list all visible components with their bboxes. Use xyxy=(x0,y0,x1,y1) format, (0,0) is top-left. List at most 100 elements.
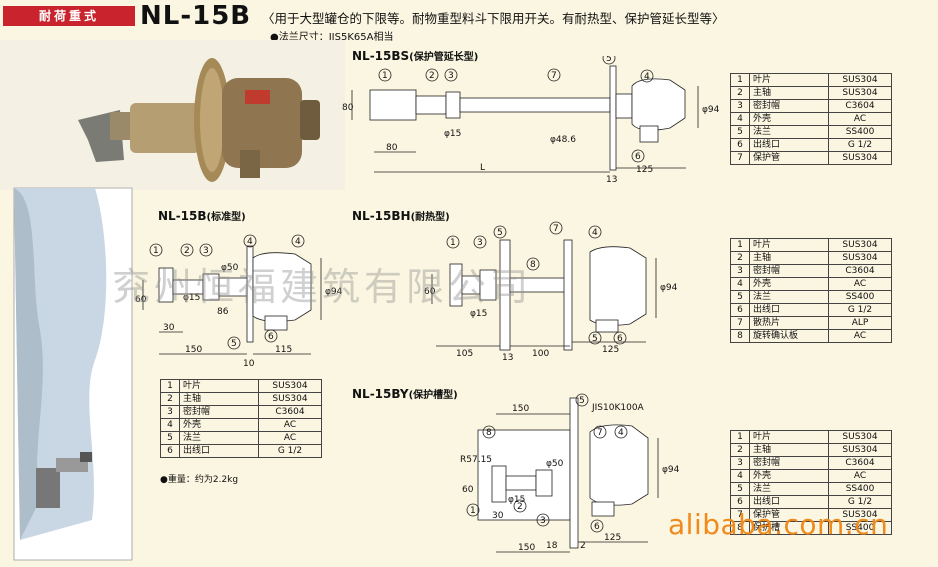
part-name: 旋转确认板 xyxy=(749,329,829,343)
part-number: 3 xyxy=(730,99,750,113)
variant-title-by: NL-15BY(保护槽型) xyxy=(352,387,458,401)
svg-text:3: 3 xyxy=(477,238,483,248)
part-name: 出线口 xyxy=(749,138,829,152)
dim-bh-60: 60 xyxy=(424,287,436,297)
dim-bh-13: 13 xyxy=(502,353,513,363)
svg-text:1: 1 xyxy=(153,246,159,256)
part-number: 2 xyxy=(730,251,750,265)
part-number: 3 xyxy=(730,456,750,470)
part-number: 7 xyxy=(730,316,750,330)
svg-text:7: 7 xyxy=(551,71,557,81)
dim-b-phi15: φ15 xyxy=(183,293,200,303)
dim-by-phi15: φ15 xyxy=(508,495,525,505)
svg-text:4: 4 xyxy=(644,72,650,82)
part-number: 6 xyxy=(730,303,750,317)
dim-b-60: 60 xyxy=(135,295,147,305)
part-name: 叶片 xyxy=(749,430,829,444)
part-material: SUS304 xyxy=(828,251,892,265)
dim-by-125: 125 xyxy=(604,533,621,543)
svg-text:2: 2 xyxy=(184,246,190,256)
part-material: C3604 xyxy=(828,99,892,113)
part-number: 5 xyxy=(160,431,180,445)
part-material: AC xyxy=(258,431,322,445)
part-name: 出线口 xyxy=(749,303,829,317)
flange-note: ●法兰尺寸：JIS5K65A相当 xyxy=(270,32,394,43)
svg-text:4: 4 xyxy=(592,228,598,238)
variant-title-bs: NL-15BS(保护管延长型) xyxy=(352,49,479,63)
alibaba-watermark: alibaba.com.cn xyxy=(668,508,889,541)
part-number: 4 xyxy=(730,277,750,291)
svg-text:8: 8 xyxy=(486,428,492,438)
svg-text:8: 8 xyxy=(530,260,536,270)
dim-b-phi50: φ50 xyxy=(221,263,239,273)
svg-text:3: 3 xyxy=(448,71,454,81)
part-name: 散热片 xyxy=(749,316,829,330)
svg-text:3: 3 xyxy=(203,246,209,256)
part-number: 8 xyxy=(730,329,750,343)
part-name: 叶片 xyxy=(749,73,829,87)
dim-by-jis: JIS10K100A xyxy=(591,403,645,413)
part-number: 6 xyxy=(160,444,180,458)
part-number: 2 xyxy=(730,86,750,100)
part-name: 保护管 xyxy=(749,151,829,165)
dim-bs-phi486: φ48.6 xyxy=(550,135,576,145)
watermark-text: 兖州恒福建筑有限公司 xyxy=(112,265,533,309)
series-badge: 耐荷重式 xyxy=(3,6,135,26)
part-material: SUS304 xyxy=(828,86,892,100)
part-name: 外壳 xyxy=(749,277,829,291)
part-name: 密封帽 xyxy=(749,264,829,278)
dim-bh-100: 100 xyxy=(532,349,549,359)
svg-text:4: 4 xyxy=(295,237,301,247)
dim-bs-125: 125 xyxy=(636,165,653,175)
part-name: 外壳 xyxy=(749,112,829,126)
part-number: 4 xyxy=(730,469,750,483)
part-number: 4 xyxy=(730,112,750,126)
part-name: 法兰 xyxy=(749,290,829,304)
part-material: C3604 xyxy=(828,456,892,470)
part-name: 主轴 xyxy=(179,392,259,406)
part-material: AC xyxy=(828,469,892,483)
part-name: 主轴 xyxy=(749,251,829,265)
dim-bh-125: 125 xyxy=(602,345,619,355)
svg-text:2: 2 xyxy=(429,71,435,81)
dim-by-30: 30 xyxy=(492,511,504,521)
part-material: SS400 xyxy=(828,125,892,139)
part-number: 1 xyxy=(730,430,750,444)
part-name: 叶片 xyxy=(179,379,259,393)
part-name: 法兰 xyxy=(179,431,259,445)
dim-by-60: 60 xyxy=(462,485,474,495)
part-number: 4 xyxy=(160,418,180,432)
part-number: 5 xyxy=(730,290,750,304)
part-material: SUS304 xyxy=(828,73,892,87)
part-material: AC xyxy=(258,418,322,432)
dim-b-86: 86 xyxy=(217,307,229,317)
dim-by-phi94: φ94 xyxy=(662,465,680,475)
part-material: G 1/2 xyxy=(828,138,892,152)
part-number: 5 xyxy=(730,482,750,496)
variant-title-b: NL-15B(标准型) xyxy=(158,209,246,223)
dim-bs-80h: 80 xyxy=(386,143,398,153)
part-name: 出线口 xyxy=(749,495,829,509)
